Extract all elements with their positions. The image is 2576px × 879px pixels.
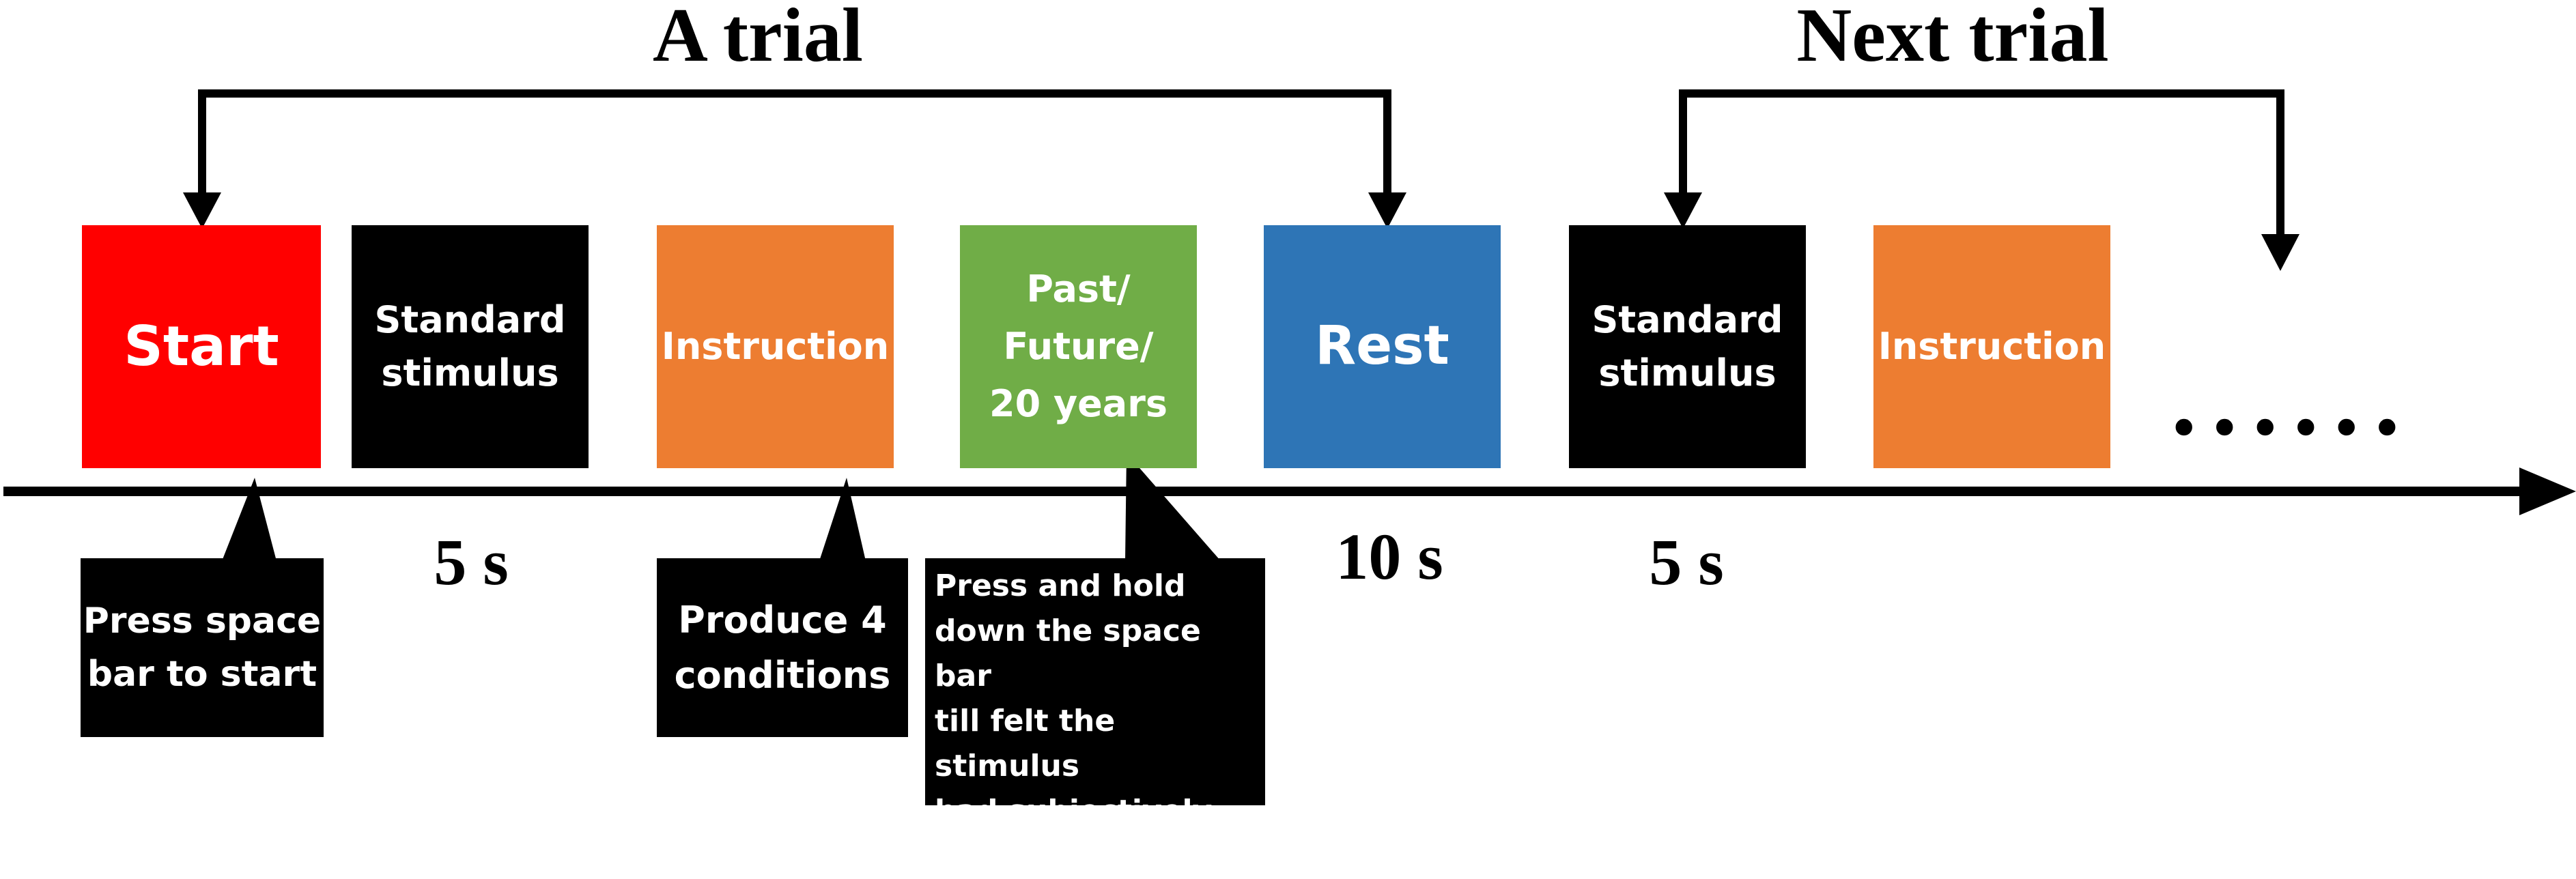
- rest-box-label: Rest: [1315, 315, 1449, 377]
- standard-stimulus-box-2-line-2: stimulus: [1598, 351, 1777, 394]
- standard-stimulus-box-2-line-1: Standard: [1591, 298, 1783, 341]
- a-trial-right-arrowhead: [1368, 192, 1406, 229]
- callout-press-and-hold: Press and hold down the space bar till f…: [925, 558, 1265, 874]
- standard-stimulus-box-2: Standard stimulus: [1569, 225, 1806, 468]
- callout-pointer-1: [222, 478, 277, 561]
- start-box: Start: [82, 225, 321, 468]
- duration-standard-stimulus-1: 5 s: [434, 525, 509, 599]
- connector-lines: [3, 89, 2576, 561]
- condition-box-line-3: 20 years: [989, 381, 1167, 425]
- instruction-box-1: Instruction: [657, 225, 894, 468]
- callout-pointer-2: [819, 478, 866, 561]
- condition-box: Past/ Future/ 20 years: [960, 225, 1197, 468]
- a-trial-left-arrowhead: [183, 192, 221, 229]
- duration-standard-stimulus-2: 5 s: [1649, 525, 1724, 599]
- callout-press-space-to-start: Press space bar to start: [81, 558, 324, 737]
- duration-rest: 10 s: [1335, 520, 1443, 593]
- next-trial-right-arrowhead: [2261, 234, 2299, 271]
- ellipsis: ......: [2171, 343, 2415, 457]
- next-trial-bracket: [1679, 89, 2284, 234]
- condition-box-line-2: Future/: [1003, 325, 1154, 369]
- callout-pointer-3: [1125, 453, 1221, 561]
- trial-timeline-diagram: A trial Next trial Start Standard stimul…: [3, 0, 2576, 874]
- instruction-box-2-label: Instruction: [1878, 324, 2106, 368]
- callout-press-space-to-start-text: Press space bar to start: [83, 601, 322, 695]
- next-trial-left-arrowhead: [1664, 192, 1702, 229]
- timeline-arrowhead: [2519, 467, 2576, 515]
- standard-stimulus-box-1-line-2: stimulus: [381, 351, 559, 394]
- callout-produce-conditions-text: Produce 4 conditions: [674, 599, 891, 697]
- callout-produce-conditions: Produce 4 conditions: [657, 558, 908, 737]
- rest-box: Rest: [1264, 225, 1501, 468]
- standard-stimulus-box-1-line-1: Standard: [374, 298, 566, 341]
- condition-box-line-1: Past/: [1026, 268, 1131, 311]
- standard-stimulus-box-1: Standard stimulus: [352, 225, 589, 468]
- start-box-label: Start: [124, 315, 279, 378]
- a-trial-bracket: [198, 89, 1391, 192]
- instruction-box-2: Instruction: [1873, 225, 2110, 468]
- a-trial-title: A trial: [653, 0, 863, 78]
- callout-press-and-hold-text: Press and hold down the space bar till f…: [935, 568, 1213, 874]
- instruction-box-1-label: Instruction: [661, 324, 890, 368]
- next-trial-title: Next trial: [1796, 0, 2109, 78]
